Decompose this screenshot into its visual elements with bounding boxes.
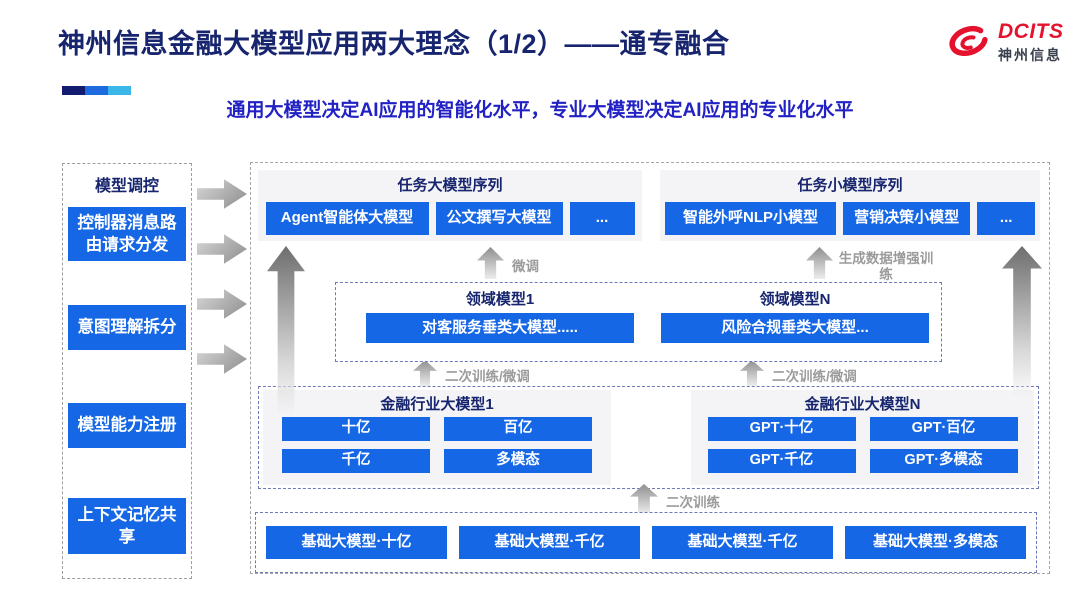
dcits-swirl-icon bbox=[949, 25, 988, 56]
node-capability-registry: 模型能力注册 bbox=[68, 403, 186, 448]
flow-right-arrow-icon bbox=[197, 234, 247, 264]
secondary-train-bottom-label: 二次训练 bbox=[666, 495, 720, 510]
slide-subtitle: 通用大模型决定AI应用的智能化水平，专业大模型决定AI应用的专业化水平 bbox=[226, 100, 854, 121]
node-base-model-multimodal: 基础大模型·多模态 bbox=[845, 526, 1026, 559]
node-context-memory: 上下文记忆共享 bbox=[68, 498, 186, 554]
domain-group-1: 领域模型1 对客服务垂类大模型..... bbox=[366, 288, 634, 343]
dcits-logo-name: DCITS bbox=[998, 20, 1064, 43]
industry-group-n-grid: GPT·十亿 GPT·百亿 GPT·千亿 GPT·多模态 bbox=[691, 417, 1034, 473]
accent-segment-navy bbox=[62, 86, 85, 95]
model-control-panel: 模型调控 控制器消息路由请求分发 意图理解拆分 模型能力注册 上下文记忆共享 bbox=[62, 163, 192, 579]
node-outbound-nlp-small-model: 智能外呼NLP小模型 bbox=[665, 202, 837, 235]
dcits-logo-text: DCITS 神州信息 bbox=[998, 20, 1064, 65]
domain-group-1-title: 领域模型1 bbox=[465, 291, 535, 308]
task-small-model-group: 任务小模型序列 智能外呼NLP小模型 营销决策小模型 ... bbox=[660, 170, 1040, 241]
node-base-model-100b-2: 基础大模型·千亿 bbox=[652, 526, 833, 559]
industry-group-n-title: 金融行业大模型N bbox=[804, 396, 921, 413]
industry-group-1-title: 金融行业大模型1 bbox=[380, 396, 494, 413]
model-control-title: 模型调控 bbox=[94, 178, 159, 195]
dcits-logo: DCITS 神州信息 bbox=[942, 20, 1064, 65]
task-large-group-title: 任务大模型序列 bbox=[397, 177, 503, 194]
flow-right-arrow-icon bbox=[197, 179, 247, 209]
node-marketing-small-model: 营销决策小模型 bbox=[843, 202, 971, 235]
flow-right-arrow-icon bbox=[197, 344, 247, 374]
flow-right-arrow-icon bbox=[197, 289, 247, 319]
domain-group-n-title: 领域模型N bbox=[759, 291, 831, 308]
node-more-small-models: ... bbox=[977, 202, 1035, 235]
node-customer-service-vertical-model: 对客服务垂类大模型..... bbox=[366, 313, 634, 343]
industry-group-1: 金融行业大模型1 十亿 百亿 千亿 多模态 bbox=[263, 390, 611, 485]
node-more-large-models: ... bbox=[569, 202, 635, 235]
node-intent-splitting: 意图理解拆分 bbox=[68, 305, 186, 350]
gen-data-train-label: 生成数据增强训练 bbox=[838, 251, 934, 282]
node-base-model-100b: 基础大模型·千亿 bbox=[459, 526, 640, 559]
task-large-model-group: 任务大模型序列 Agent智能体大模型 公文撰写大模型 ... bbox=[258, 170, 642, 241]
page-title: 神州信息金融大模型应用两大理念（1/2）——通专融合 bbox=[58, 29, 730, 59]
industry-group-n: 金融行业大模型N GPT·十亿 GPT·百亿 GPT·千亿 GPT·多模态 bbox=[691, 390, 1034, 485]
industry-model-box: 金融行业大模型1 十亿 百亿 千亿 多模态 金融行业大模型N GPT·十亿 GP… bbox=[258, 386, 1039, 489]
accent-segment-cyan bbox=[108, 86, 131, 95]
node-gpt-100b-model: GPT·千亿 bbox=[707, 449, 856, 473]
accent-segment-blue bbox=[85, 86, 108, 95]
task-small-model-row: 智能外呼NLP小模型 营销决策小模型 ... bbox=[665, 202, 1035, 235]
node-risk-compliance-vertical-model: 风险合规垂类大模型... bbox=[661, 313, 929, 343]
node-gpt-multimodal-model: GPT·多模态 bbox=[869, 449, 1018, 473]
base-model-box: 基础大模型·十亿 基础大模型·千亿 基础大模型·千亿 基础大模型·多模态 bbox=[255, 512, 1037, 573]
accent-bar bbox=[62, 86, 131, 95]
industry-group-1-grid: 十亿 百亿 千亿 多模态 bbox=[263, 417, 611, 473]
domain-group-n: 领域模型N 风险合规垂类大模型... bbox=[661, 288, 929, 343]
task-large-model-row: Agent智能体大模型 公文撰写大模型 ... bbox=[263, 202, 637, 235]
node-agent-large-model: Agent智能体大模型 bbox=[265, 202, 429, 235]
node-gpt-1b-model: GPT·十亿 bbox=[707, 417, 856, 441]
node-doc-writing-large-model: 公文撰写大模型 bbox=[435, 202, 563, 235]
node-100b-model: 千亿 bbox=[282, 449, 430, 473]
domain-model-box: 领域模型1 对客服务垂类大模型..... 领域模型N 风险合规垂类大模型... bbox=[335, 282, 942, 362]
node-base-model-1b: 基础大模型·十亿 bbox=[266, 526, 447, 559]
node-gpt-10b-model: GPT·百亿 bbox=[869, 417, 1018, 441]
node-1b-model: 十亿 bbox=[282, 417, 430, 441]
node-multimodal-model: 多模态 bbox=[444, 449, 592, 473]
secondary-train-right-label: 二次训练/微调 bbox=[772, 369, 857, 384]
dcits-logo-name-cn: 神州信息 bbox=[998, 47, 1062, 63]
task-small-group-title: 任务小模型序列 bbox=[797, 177, 903, 194]
node-controller-routing: 控制器消息路由请求分发 bbox=[68, 207, 186, 261]
fine-tune-label: 微调 bbox=[512, 259, 539, 274]
node-10b-model: 百亿 bbox=[444, 417, 592, 441]
secondary-train-left-label: 二次训练/微调 bbox=[445, 369, 530, 384]
